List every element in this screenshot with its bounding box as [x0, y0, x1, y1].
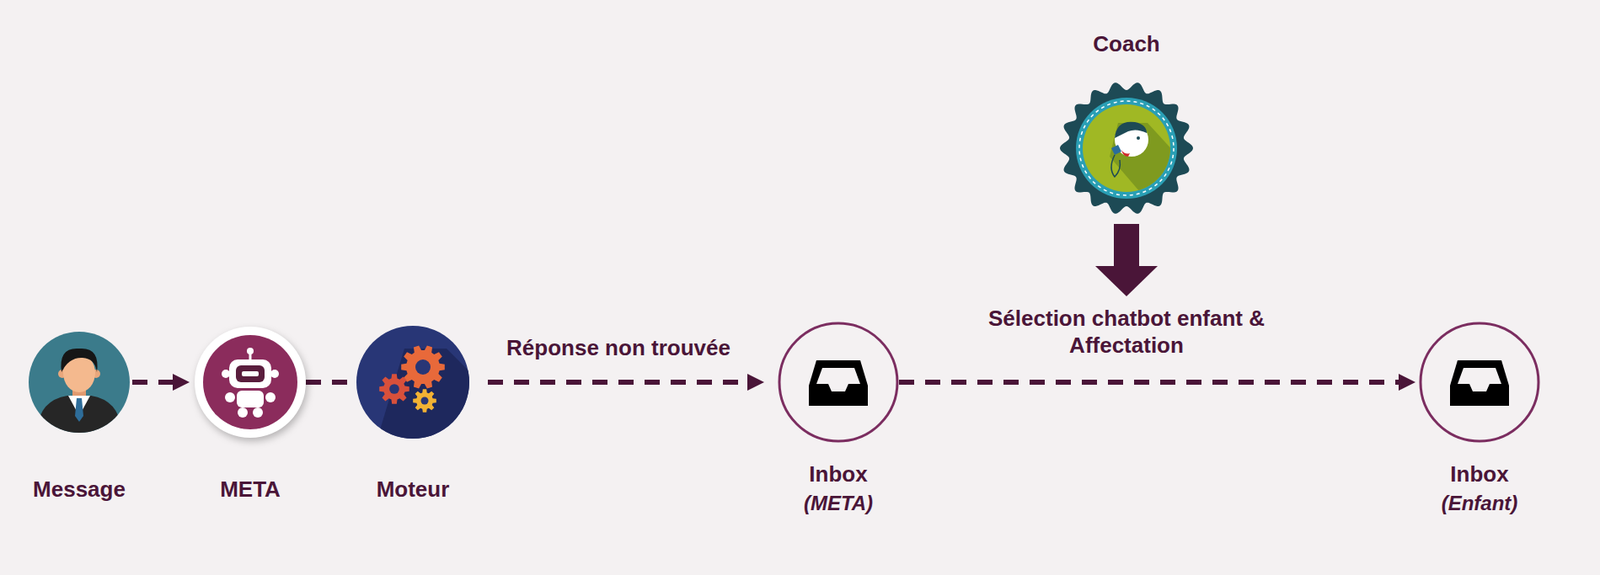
node-label: Inbox	[808, 461, 867, 488]
node-label: META	[219, 476, 281, 504]
coach-arrow-head	[1095, 266, 1158, 297]
node-label: Inbox	[1450, 461, 1509, 488]
coach-arrow-shaft	[1113, 224, 1140, 268]
dashed-connector	[487, 379, 748, 386]
person-node: Message	[28, 331, 130, 434]
dashed-connector	[898, 379, 1399, 386]
node-sublabel: (META)	[803, 490, 873, 517]
person-icon	[28, 331, 130, 434]
node-label: Message	[32, 476, 126, 504]
robot-icon	[194, 326, 306, 439]
inbox-icon	[777, 321, 899, 444]
gears-icon	[356, 326, 470, 439]
dashed-connector	[132, 379, 173, 386]
node-label: Moteur	[376, 476, 450, 504]
node-sublabel: (Enfant)	[1441, 490, 1519, 517]
badge-node: Coach	[1059, 80, 1194, 216]
edge-label: Sélection chatbot enfant & Affectation	[987, 305, 1266, 359]
inbox-node: Inbox(Enfant)	[1418, 321, 1541, 444]
dashed-connector	[305, 379, 357, 386]
badge-icon	[1059, 80, 1194, 216]
robot-node: META	[194, 326, 306, 439]
inbox-node: Inbox(META)	[777, 321, 899, 444]
edge-label: Réponse non trouvée	[506, 334, 731, 362]
node-label: Coach	[1092, 31, 1160, 58]
gears-node: Moteur	[356, 326, 470, 439]
inbox-icon	[1418, 321, 1541, 444]
